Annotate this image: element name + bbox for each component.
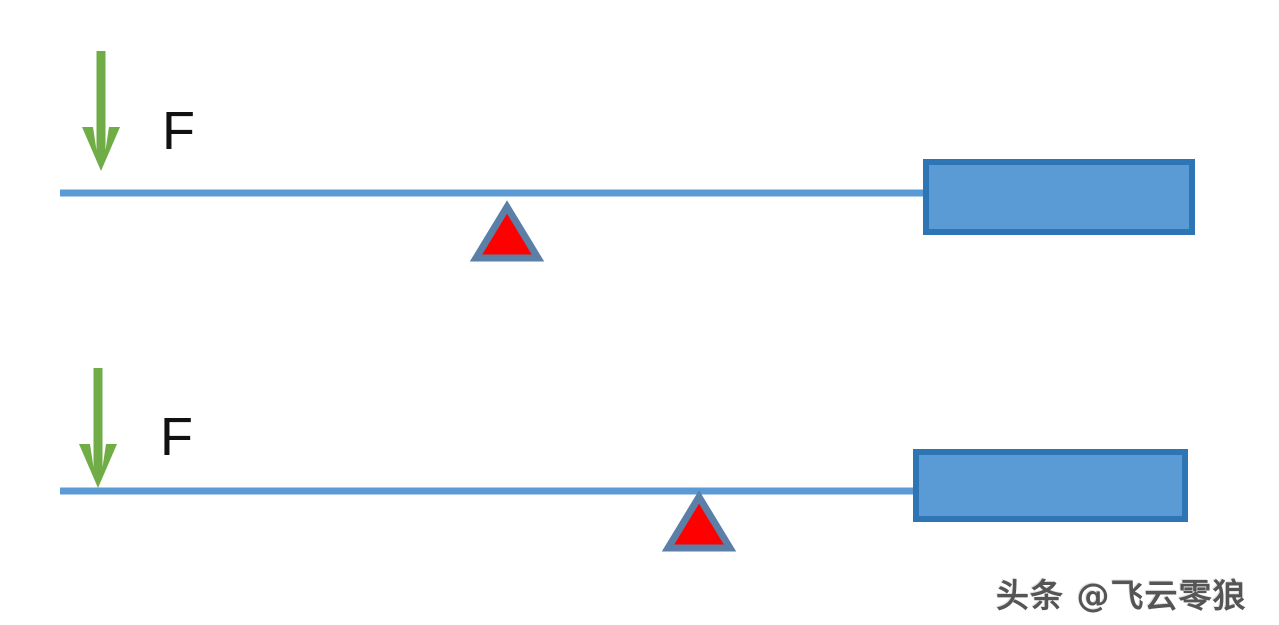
lever-bottom-fulcrum-triangle (661, 490, 737, 552)
lever-top-load-block (923, 159, 1195, 235)
watermark-text: 头条 @飞云零狼 (996, 576, 1247, 615)
lever-bottom-group (60, 368, 1188, 552)
force-label-bottom: F (160, 407, 193, 467)
force-label-top: F (162, 101, 195, 161)
lever-bottom-load-block (913, 449, 1188, 522)
lever-top-force-arrow (82, 51, 120, 171)
lever-top-fulcrum-triangle (469, 200, 545, 262)
lever-top-group (60, 51, 1195, 262)
lever-top-beam (60, 189, 930, 197)
lever-bottom-force-arrow (79, 368, 117, 488)
lever-bottom-beam (60, 487, 920, 495)
